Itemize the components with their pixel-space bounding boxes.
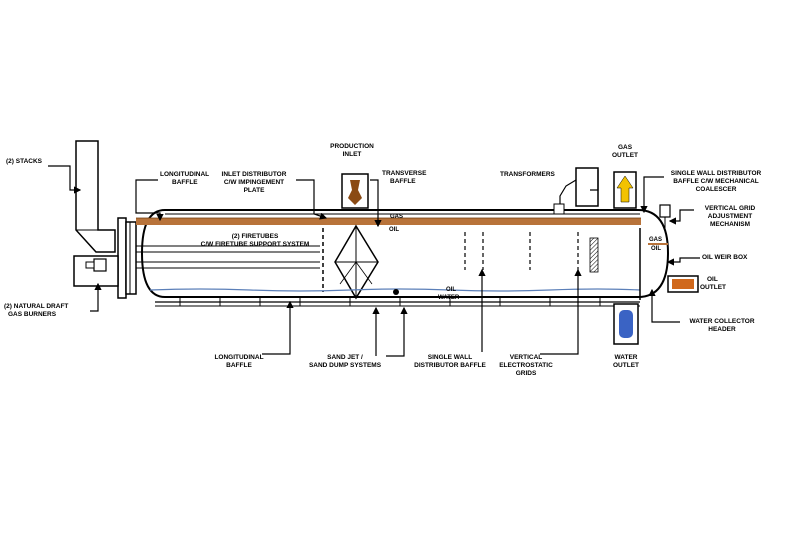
label-longitudinal-baffle-top-2: BAFFLE	[172, 179, 198, 186]
label-gas-outlet-1: GAS	[617, 144, 633, 151]
label-oil-weir: OIL	[651, 246, 661, 252]
oil-band	[136, 218, 641, 225]
label-burners-2: GAS BURNERS	[8, 311, 57, 318]
label-longitudinal-baffle-bottom-2: BAFFLE	[226, 362, 252, 369]
label-vertical-electrostatic-2: ELECTROSTATIC	[499, 362, 553, 369]
label-inlet-distributor-3: PLATE	[243, 187, 265, 194]
label-transverse-baffle-1: TRANSVERSE	[382, 170, 427, 177]
label-inlet-distributor-2: C/W IMPINGEMENT	[223, 179, 285, 186]
label-coalescer-2: BAFFLE C/W MECHANICAL	[673, 178, 759, 185]
vessel-shell	[140, 209, 670, 298]
label-longitudinal-baffle-bottom-1: LONGITUDINAL	[214, 354, 264, 361]
transformer	[575, 167, 599, 207]
label-vertical-electrostatic-1: VERTICAL	[509, 354, 543, 361]
label-stacks: (2) STACKS	[6, 158, 42, 165]
sand-jet-dot	[393, 289, 399, 295]
label-oil-inside: OIL	[389, 227, 399, 233]
label-water-collector-2: HEADER	[708, 326, 736, 333]
label-transformers: TRANSFORMERS	[500, 171, 555, 178]
label-sand-jet-1: SAND JET /	[327, 354, 363, 361]
label-water-outlet-2: OUTLET	[613, 362, 639, 369]
label-oil-weir-box: OIL WEIR BOX	[702, 254, 748, 261]
coalescer-hatch	[589, 237, 599, 273]
label-single-wall-distributor-1: SINGLE WALL	[427, 354, 473, 361]
label-gas-outlet-2: OUTLET	[612, 152, 638, 159]
label-vertical-grid-2: ADJUSTMENT	[707, 213, 753, 220]
label-longitudinal-baffle-top-1: LONGITUDINAL	[160, 171, 210, 178]
label-vertical-grid-3: MECHANISM	[709, 221, 751, 228]
front-flange-inner	[125, 221, 137, 295]
electrostatic-grids	[464, 232, 579, 270]
label-production-inlet-1: PRODUCTION	[330, 143, 374, 150]
label-water-lower: WATER	[438, 295, 460, 301]
label-vertical-grid-1: VERTICAL GRID	[704, 205, 756, 212]
stack	[75, 140, 116, 253]
label-sand-jet-2: SAND DUMP SYSTEMS	[308, 362, 382, 369]
water-line	[149, 288, 641, 292]
front-flange	[117, 217, 127, 299]
label-gas-weir: GAS	[649, 237, 663, 243]
label-inlet-distributor-1: INLET DISTRIBUTOR	[221, 171, 287, 178]
grid-adjustment	[659, 204, 671, 218]
label-water-collector-1: WATER COLLECTOR	[689, 318, 755, 325]
label-burners-1: (2) NATURAL DRAFT	[4, 303, 69, 310]
label-oil-outlet-2: OUTLET	[700, 284, 726, 291]
label-firetubes-2: C/W FIRETUBE SUPPORT SYSTEM	[200, 241, 310, 248]
label-gas-inside: GAS	[390, 214, 404, 220]
label-firetubes-1: (2) FIRETUBES	[231, 233, 279, 240]
label-coalescer-3: COALESCER	[695, 186, 737, 193]
production-inlet-flame	[348, 180, 362, 205]
label-single-wall-distributor-2: DISTRIBUTOR BAFFLE	[414, 362, 486, 369]
label-vertical-electrostatic-3: GRIDS	[515, 370, 537, 377]
label-oil-outlet-1: OIL	[707, 276, 718, 283]
sand-jet-nozzles	[179, 297, 601, 306]
label-production-inlet-2: INLET	[342, 151, 362, 158]
label-oil-lower: OIL	[446, 287, 456, 293]
label-transverse-baffle-2: BAFFLE	[390, 178, 416, 185]
label-coalescer-1: SINGLE WALL DISTRIBUTOR	[670, 170, 762, 177]
gas-outlet-arrow	[616, 175, 634, 203]
label-water-outlet-1: WATER	[614, 354, 638, 361]
